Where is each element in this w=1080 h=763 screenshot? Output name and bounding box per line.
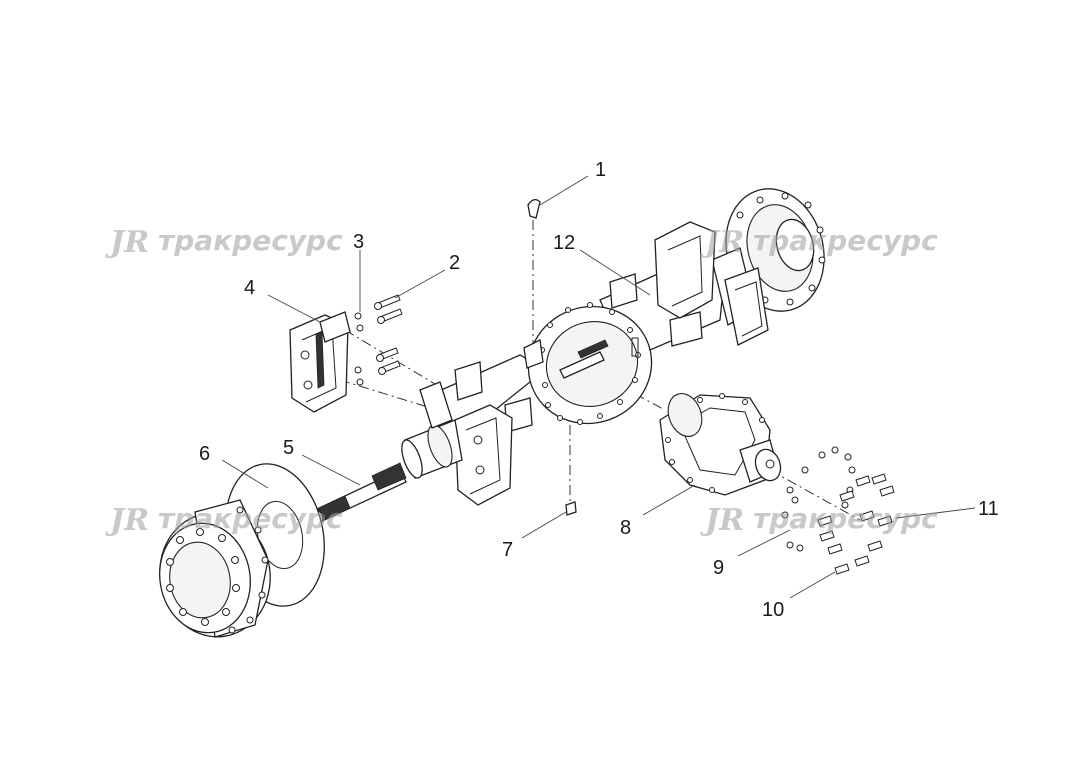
loose-brake-caliper (289, 311, 351, 413)
right-hub-studs (736, 192, 826, 306)
watermark-text: тракресурс (158, 224, 343, 257)
caliper-bolts (354, 294, 403, 386)
callout-9: 9 (713, 557, 724, 579)
watermark-text: тракресурс (158, 502, 343, 535)
watermark-logo: JR (105, 225, 149, 260)
callout-5: 5 (283, 437, 294, 459)
callout-7: 7 (502, 539, 513, 561)
watermark-logo: JR (105, 503, 149, 538)
watermark-text: тракресурс (753, 224, 938, 257)
left-spindle (401, 381, 463, 479)
watermark-bottom-left: JR тракресурс (105, 502, 343, 538)
right-brake-caliper (654, 221, 769, 346)
callout-11: 11 (978, 498, 999, 520)
carrier-nuts (781, 446, 856, 552)
watermark-bottom-right: JR тракресурс (700, 502, 938, 538)
callout-8: 8 (620, 517, 631, 539)
callouts: 1 2 3 4 5 6 7 8 9 10 11 12 (199, 159, 999, 621)
drain-plug (565, 501, 577, 516)
left-wheel-hub (159, 499, 271, 638)
watermark-top-left: JR тракресурс (105, 224, 343, 260)
differential-carrier (659, 393, 782, 496)
callout-1: 1 (595, 159, 606, 181)
watermark-logo: JR (700, 225, 744, 260)
callout-3: 3 (353, 231, 364, 253)
bowl-flange-studs (539, 302, 641, 425)
callout-6: 6 (199, 443, 210, 465)
carrier-bolts (817, 473, 895, 575)
left-hub-studs (166, 506, 269, 634)
callout-2: 2 (449, 252, 460, 274)
callout-4: 4 (244, 277, 255, 299)
watermark-logo: JR (700, 503, 744, 538)
callout-10: 10 (762, 599, 784, 621)
watermark-top-right: JR тракресурс (700, 224, 938, 260)
leader-lines (221, 175, 976, 599)
left-brake-caliper (454, 404, 513, 506)
assembly-axis-lines (339, 220, 861, 521)
watermark-text: тракресурс (753, 502, 938, 535)
clip-part (527, 198, 541, 219)
callout-12: 12 (553, 232, 575, 254)
carrier-studs (665, 393, 765, 493)
